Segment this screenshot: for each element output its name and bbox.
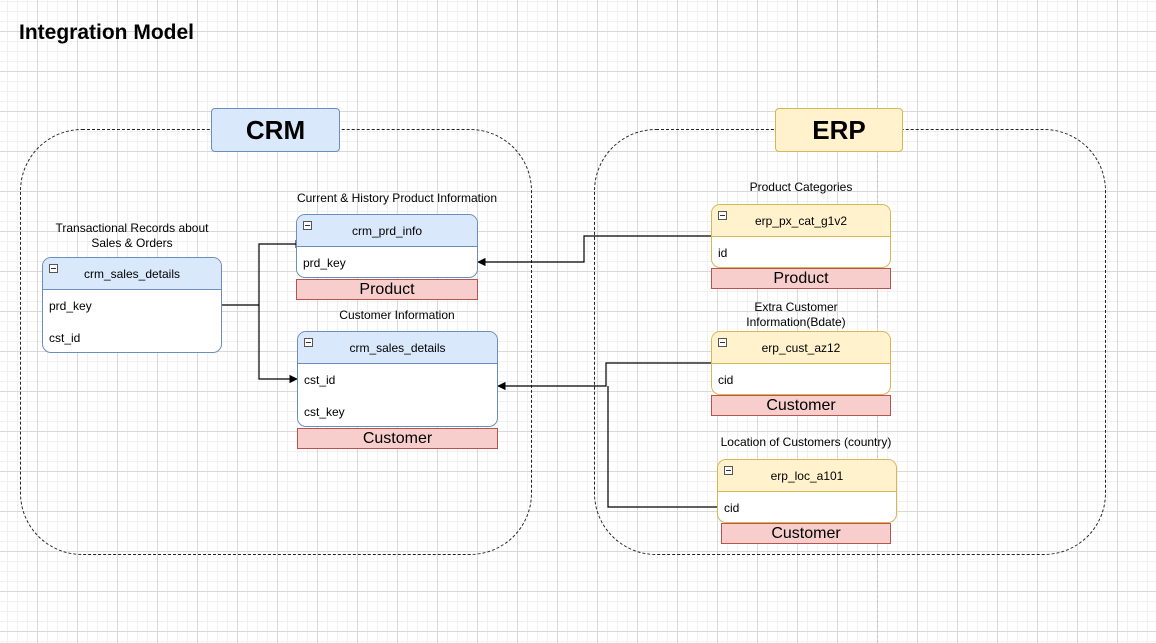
table-field[interactable]: cst_key [304,405,345,419]
table-header[interactable]: erp_cust_az12 [712,332,890,364]
table-field[interactable]: prd_key [49,299,92,313]
table-field[interactable]: cst_id [304,373,336,387]
page-title: Integration Model [19,21,194,44]
table-header[interactable]: crm_sales_details [298,332,497,364]
table-field[interactable]: cst_id [49,331,81,345]
erp-cust-az12-table[interactable]: erp_cust_az12 cid [711,331,891,395]
product-categories-caption: Product Categories [749,180,853,194]
table-name: erp_px_cat_g1v2 [754,213,848,228]
table-name: erp_cust_az12 [761,340,841,355]
crm-prd-info-table[interactable]: crm_prd_info prd_key [296,214,478,278]
table-field[interactable]: id [718,246,728,260]
product-tag: Product [711,268,891,289]
minus-box-icon[interactable] [718,338,727,347]
table-header[interactable]: crm_prd_info [297,215,477,247]
table-header[interactable]: erp_px_cat_g1v2 [712,205,890,237]
minus-box-icon[interactable] [718,211,727,220]
erp-loc-a101-table[interactable]: erp_loc_a101 cid [717,459,897,523]
table-name: crm_sales_details [83,266,181,281]
connector-sales-to-customer-info [258,305,298,384]
table-header[interactable]: erp_loc_a101 [718,460,896,492]
table-name: erp_loc_a101 [770,468,844,483]
location-of-customers-caption: Location of Customers (country) [720,435,892,449]
crm-sales-details-table[interactable]: crm_sales_details prd_key cst_id [42,257,222,353]
table-field[interactable]: cid [724,501,740,515]
table-header[interactable]: crm_sales_details [43,258,221,290]
table-name: crm_sales_details [349,340,446,355]
minus-box-icon[interactable] [724,466,733,475]
connector-px-cat-to-prd-info [477,235,711,267]
crm-group-label[interactable]: CRM [211,108,340,152]
product-tag: Product [296,279,478,300]
page-divider [877,0,878,643]
crm-customer-info-table[interactable]: crm_sales_details cst_id cst_key [297,331,498,427]
minus-box-icon[interactable] [304,338,313,347]
erp-group-label[interactable]: ERP [775,108,903,152]
customer-tag: Customer [711,395,891,416]
extra-customer-info-caption: Extra Customer Information(Bdate) [746,300,846,329]
customer-tag: Customer [721,523,891,544]
table-field[interactable]: prd_key [303,256,346,270]
connector-cust-az12-to-customer-info [497,362,711,391]
table-name: crm_prd_info [351,223,423,238]
table-field[interactable]: cid [718,373,734,387]
connector-loc-a101-join [607,386,717,508]
minus-box-icon[interactable] [49,264,58,273]
erp-px-cat-g1v2-table[interactable]: erp_px_cat_g1v2 id [711,204,891,268]
customer-tag: Customer [297,428,498,449]
crm-prd-info-caption: Current & History Product Information [296,191,498,205]
minus-box-icon[interactable] [303,221,312,230]
connector-sales-to-prd-info [222,239,304,306]
customer-info-caption: Customer Information [339,308,455,322]
crm-sales-details-caption: Transactional Records about Sales & Orde… [55,221,209,250]
